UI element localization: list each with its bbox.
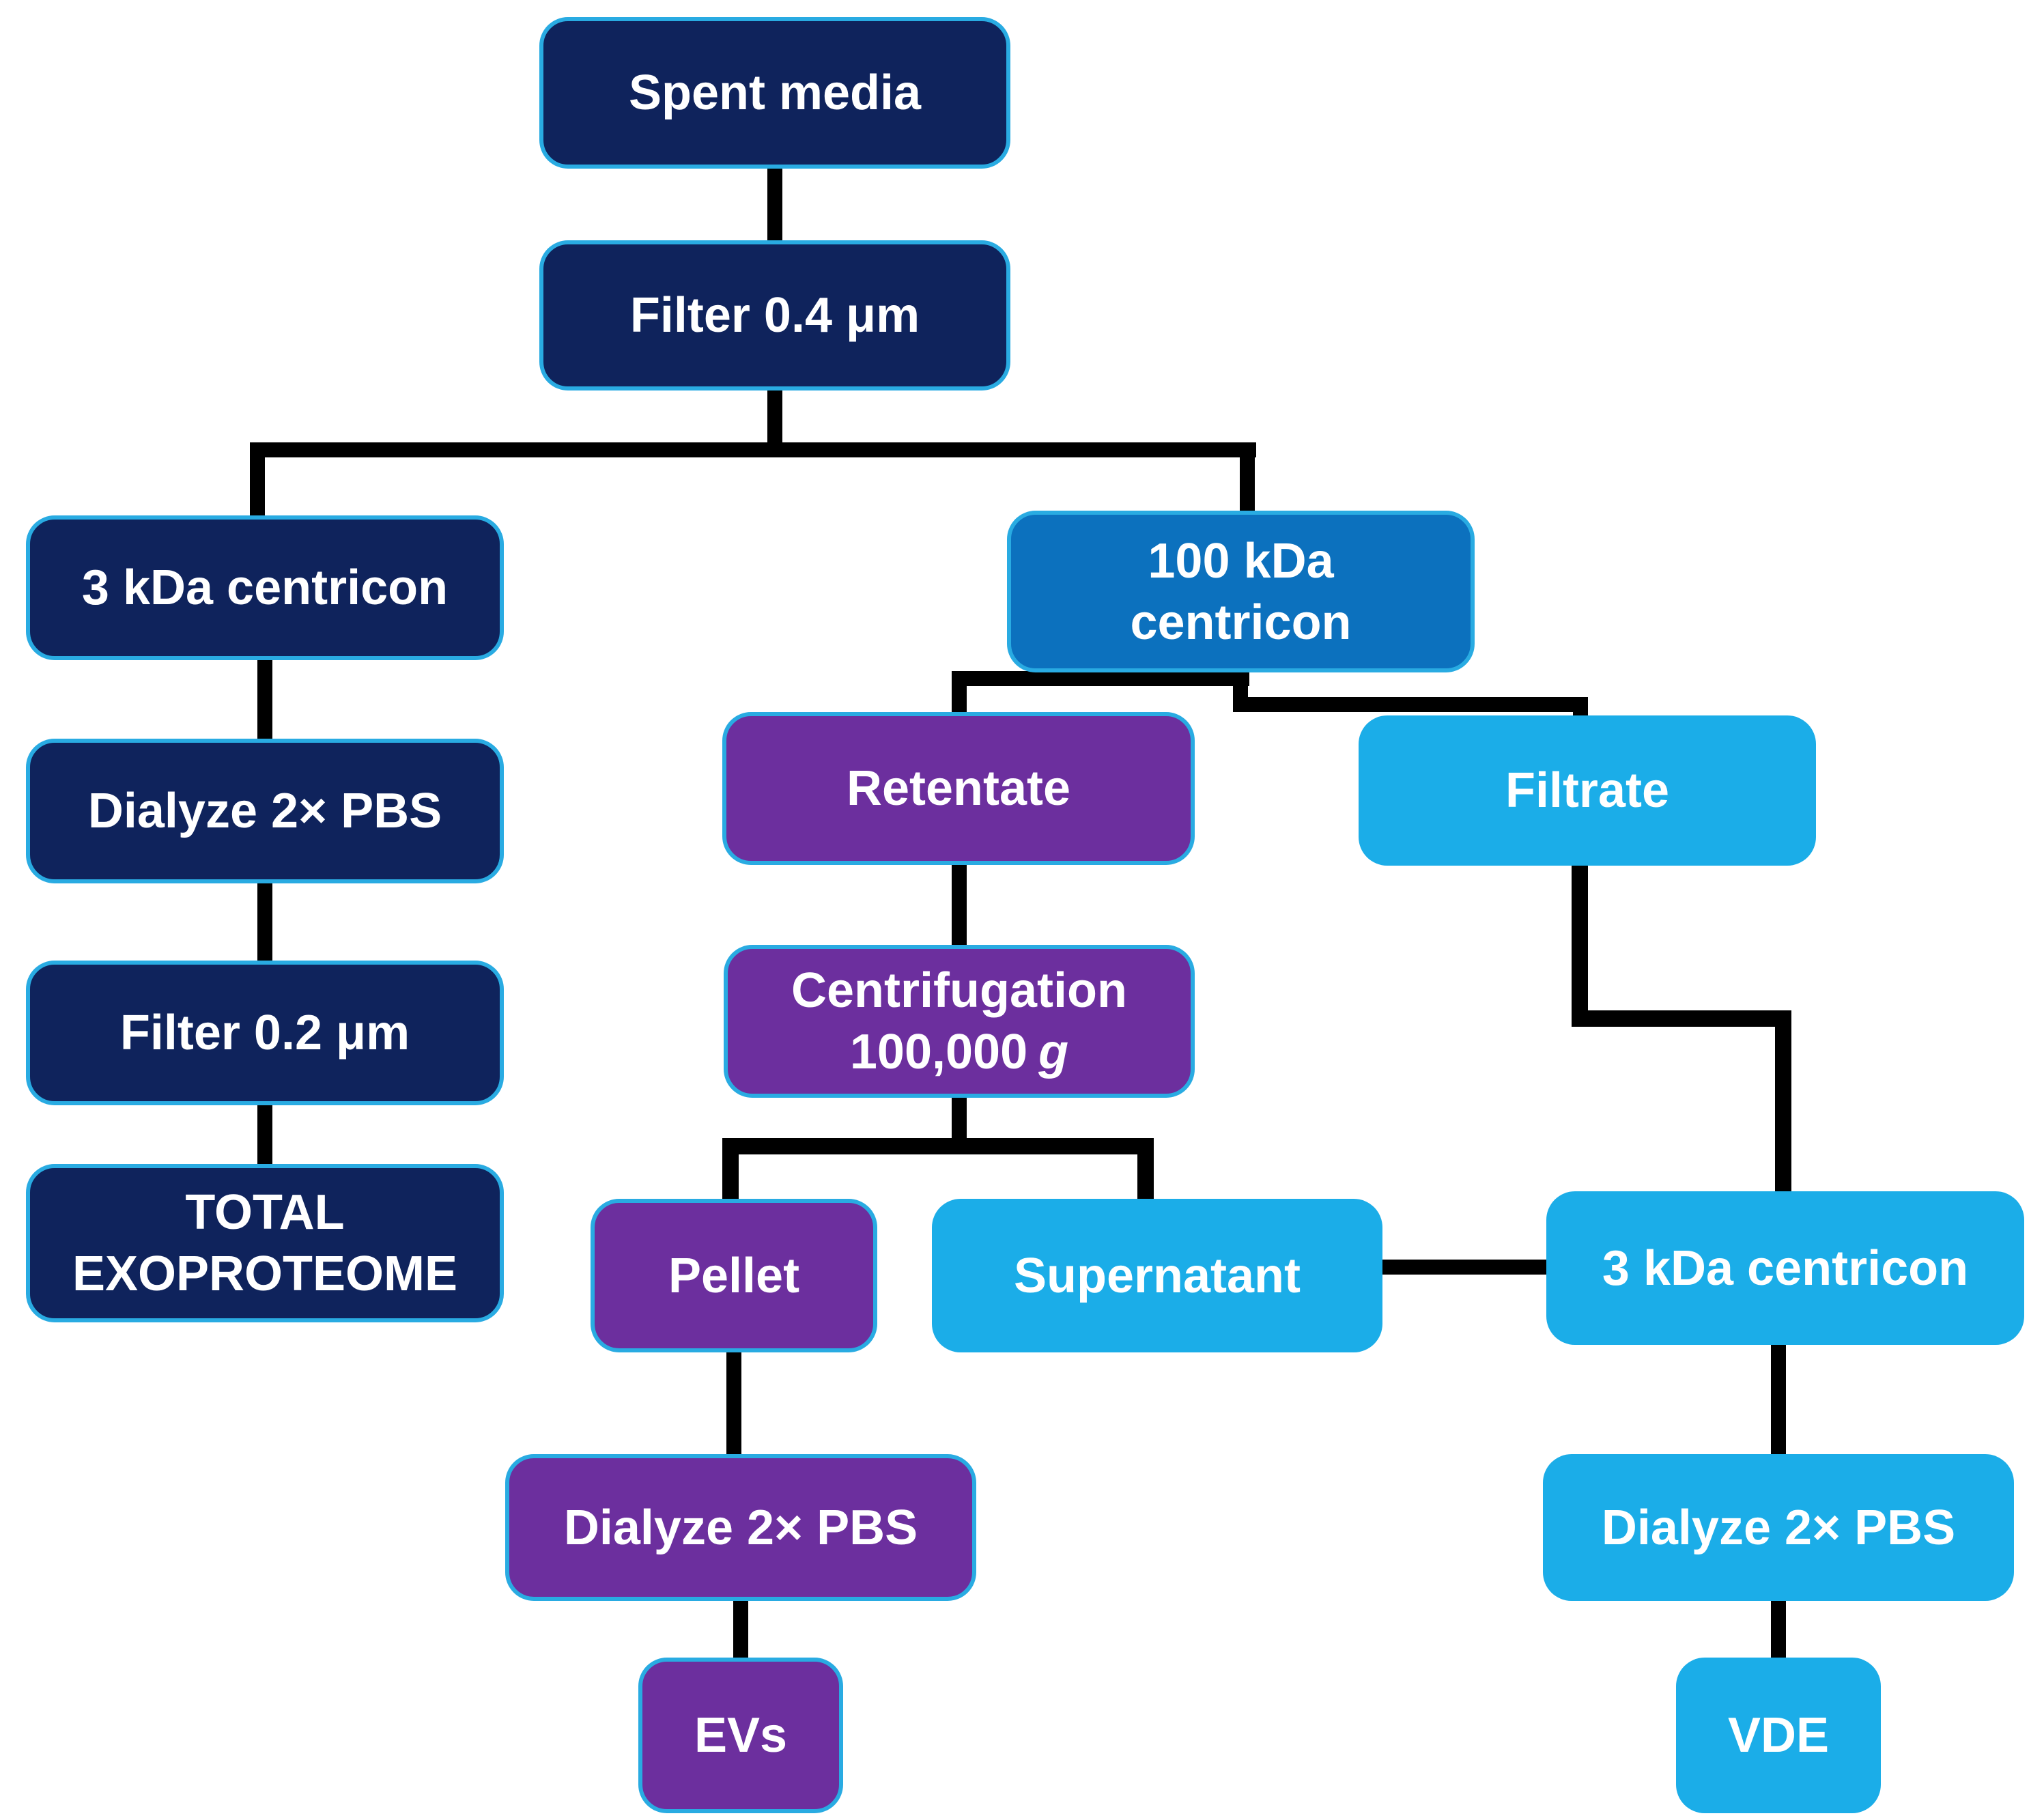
connector-pellet-supernatant-bar: [722, 1138, 1154, 1154]
node-3kda-centricon-right: 3 kDa centricon: [1546, 1191, 2024, 1345]
node-retentate: Retentate: [722, 712, 1195, 865]
connector-centrifugation-bar: [952, 1095, 967, 1139]
node-vde-label: VDE: [1727, 1708, 1830, 1763]
connector-drop-filtrate: [1573, 697, 1588, 720]
node-total-exoproteome: TOTAL EXOPROTEOME: [26, 1164, 504, 1322]
node-100kda-centricon-line1: 100 kDa: [1148, 533, 1334, 588]
node-dialyze-pellet-label: Dialyze 2× PBS: [563, 1500, 918, 1555]
node-evs-label: EVs: [694, 1708, 788, 1763]
connector-3kdaright-dialyze: [1771, 1342, 1786, 1455]
node-total-exoproteome-line1: TOTAL: [185, 1185, 345, 1240]
node-centrifugation-line1: Centrifugation: [791, 963, 1127, 1018]
node-total-exoproteome-line2: EXOPROTEOME: [72, 1247, 458, 1301]
node-dialyze-pellet: Dialyze 2× PBS: [505, 1454, 976, 1601]
node-3kda-centricon-right-label: 3 kDa centricon: [1602, 1240, 1969, 1296]
node-filtrate: Filtrate: [1359, 715, 1816, 866]
node-centrifugation-line2-value: 100,000: [849, 1025, 1028, 1079]
node-filter-04um-label: Filter 0.4 μm: [629, 288, 920, 343]
node-dialyze-left-label: Dialyze 2× PBS: [87, 784, 442, 838]
node-filter-02um-label: Filter 0.2 μm: [119, 1006, 410, 1060]
node-evs: EVs: [638, 1658, 843, 1813]
connector-elbow-3kdaright: [1775, 1010, 1791, 1193]
node-dialyze-filtrate: Dialyze 2× PBS: [1543, 1454, 2014, 1601]
node-spent-media-label: Spent media: [628, 66, 922, 120]
connector-100kda-retentate-h: [952, 671, 1249, 686]
connector-supernatant-3kdaright: [1382, 1260, 1548, 1275]
connector-pellet-dialyze: [726, 1350, 741, 1456]
node-retentate-label: Retentate: [846, 761, 1071, 816]
node-3kda-centricon-left-label: 3 kDa centricon: [81, 560, 449, 615]
connector-100kda-filtrate-h: [1233, 697, 1588, 712]
node-vde: VDE: [1676, 1658, 1881, 1813]
node-filtrate-label: Filtrate: [1505, 763, 1670, 818]
connector-drop-retentate: [952, 671, 967, 716]
connector-filter04-branch: [767, 389, 782, 445]
node-dialyze-left: Dialyze 2× PBS: [26, 739, 504, 883]
node-supernatant: Supernatant: [932, 1199, 1382, 1352]
connector-dialyze-evs: [733, 1600, 748, 1658]
node-spent-media: Spent media: [539, 17, 1010, 169]
connector-retentate-centrifugation: [952, 864, 967, 947]
node-pellet: Pellet: [591, 1199, 877, 1352]
connector-spentmedia-filter04: [767, 167, 782, 242]
node-pellet-label: Pellet: [668, 1248, 800, 1303]
node-supernatant-label: Supernatant: [1013, 1248, 1301, 1303]
connector-branch-to-3kda-left: [250, 456, 265, 519]
node-dialyze-filtrate-label: Dialyze 2× PBS: [1601, 1500, 1956, 1555]
connector-branch-bar: [250, 442, 1256, 457]
connector-dialyze-vde: [1771, 1600, 1786, 1658]
node-100kda-centricon-line2: centricon: [1130, 595, 1352, 650]
connector-filter02-totalexo: [257, 1103, 272, 1167]
node-3kda-centricon-left: 3 kDa centricon: [26, 515, 504, 660]
connector-bar-to-pellet: [722, 1153, 739, 1201]
node-100kda-centricon: 100 kDa centricon: [1007, 511, 1475, 672]
node-filter-04um: Filter 0.4 μm: [539, 240, 1010, 390]
connector-filtrate-elbow-h: [1572, 1010, 1791, 1027]
connector-3kdaleft-dialyze: [257, 657, 272, 742]
connector-dialyze-filter02: [257, 881, 272, 964]
connector-branch-to-100kda: [1240, 456, 1255, 515]
node-filter-02um: Filter 0.2 μm: [26, 961, 504, 1105]
connector-bar-to-supernatant: [1137, 1153, 1154, 1201]
connector-filtrate-elbow-v: [1572, 864, 1588, 1027]
node-centrifugation-line2-unit: g: [1038, 1025, 1069, 1079]
